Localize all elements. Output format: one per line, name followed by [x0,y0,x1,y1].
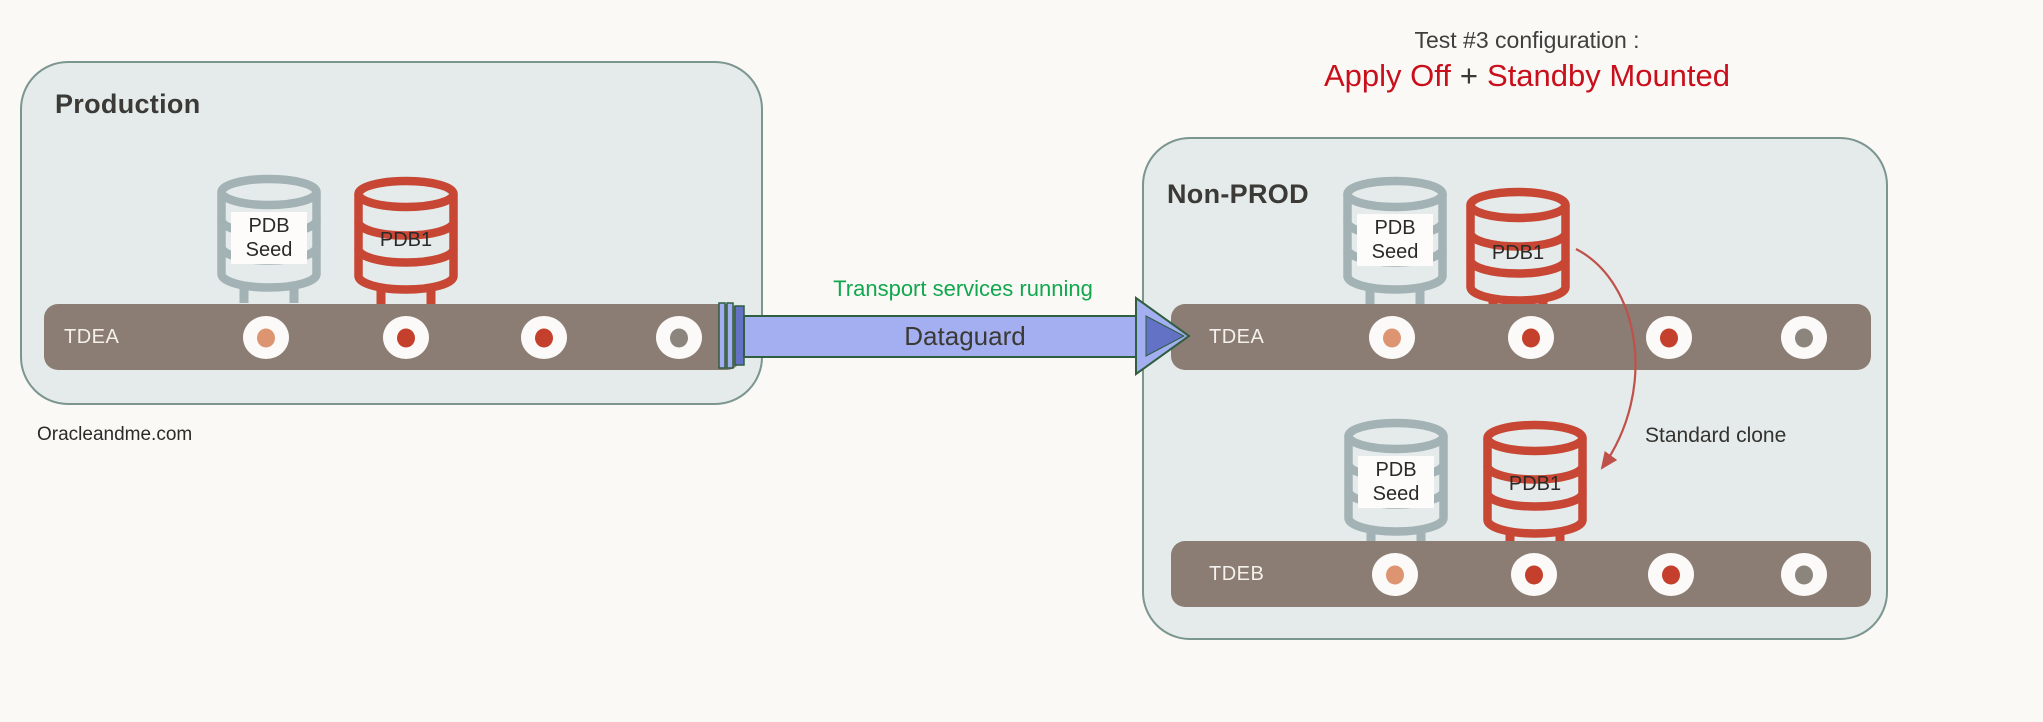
pdb-status-ring [656,316,702,359]
dataguard-label: Dataguard [904,321,1026,351]
pdb-status-dot [257,328,275,347]
pdb-seed-label-line1: PDB [1375,459,1417,481]
database-cylinder-icon [1466,187,1570,316]
nonprod-tdeb-bar: TDEB [1171,541,1871,607]
test-config-subtitle: Apply Off+Standby Mounted [1307,58,1747,94]
pdb-status-dot [1795,565,1813,584]
nonprod-tdea-pdb-seed-label: PDB Seed [1357,214,1433,266]
plus-sign: + [1459,58,1479,93]
production-label: Production [55,89,201,119]
pdb-status-ring [243,316,289,359]
nonprod-box: Non-PROD PDB Seed [1142,137,1888,640]
nonprod-tdea-pdb1-cylinder [1466,187,1570,320]
pdb-status-dot [670,328,688,347]
pdb-seed-label-line2: Seed [1372,483,1420,505]
pdb-status-dot [535,328,553,347]
pdb-status-dot [1525,565,1543,584]
pdb-seed-label-line2: Seed [245,239,293,261]
nonprod-tdeb-pdb1-cylinder [1483,420,1587,553]
production-pdb1-label: PDB1 [379,229,433,251]
pdb-status-dot [1383,328,1401,347]
pdb-status-ring [1646,316,1692,359]
database-cylinder-icon [1483,420,1587,549]
pdb-status-dot [1522,328,1540,347]
pdb-status-dot [1662,565,1680,584]
pdb-status-ring [1369,316,1415,359]
pdb-status-dot [1386,565,1404,584]
test-config-title-block: Test #3 configuration : Apply Off+Standb… [1307,27,1747,94]
test-config-title: Test #3 configuration : [1414,27,1640,53]
nonprod-tdeb-pdb1-label: PDB1 [1508,473,1562,495]
pdb-status-ring [521,316,567,359]
standard-clone-arrow [1575,248,1637,470]
pdb-status-ring [383,316,429,359]
pdb-seed-label-line1: PDB [248,215,290,237]
nonprod-tdeb-bar-label: TDEB [1209,562,1265,585]
pdb-status-ring [1508,316,1554,359]
standby-mounted-text: Standby Mounted [1487,58,1731,93]
production-box: Production PDB Seed [20,61,763,405]
dataguard-arrow [718,296,1191,376]
production-tdea-bar-label: TDEA [64,325,120,348]
database-cylinder-icon [354,176,458,305]
pdb-status-dot [1660,328,1678,347]
apply-off-text: Apply Off [1323,58,1451,93]
pdb-status-ring [1372,553,1418,596]
pdb-status-dot [1795,328,1813,347]
pdb-status-ring [1781,316,1827,359]
pdb-status-dot [397,328,415,347]
nonprod-tdea-bar-label: TDEA [1209,325,1265,348]
pdb-status-ring [1511,553,1557,596]
pdb-seed-label-line2: Seed [1371,241,1419,263]
transport-status-text: Transport services running [833,276,1093,301]
watermark-text: Oracleandme.com [37,424,193,445]
production-pdb-seed-label: PDB Seed [231,212,307,264]
pdb-status-ring [1781,553,1827,596]
pdb-status-ring [1648,553,1694,596]
nonprod-tdeb-pdb-seed-label: PDB Seed [1358,456,1434,508]
nonprod-tdea-bar: TDEA [1171,304,1871,370]
standard-clone-label: Standard clone [1645,424,1787,447]
production-pdb1-cylinder [354,176,458,309]
nonprod-tdea-pdb1-label: PDB1 [1491,242,1545,264]
production-tdea-bar: TDEA [44,304,741,370]
nonprod-label: Non-PROD [1167,179,1309,209]
pdb-seed-label-line1: PDB [1374,217,1416,239]
